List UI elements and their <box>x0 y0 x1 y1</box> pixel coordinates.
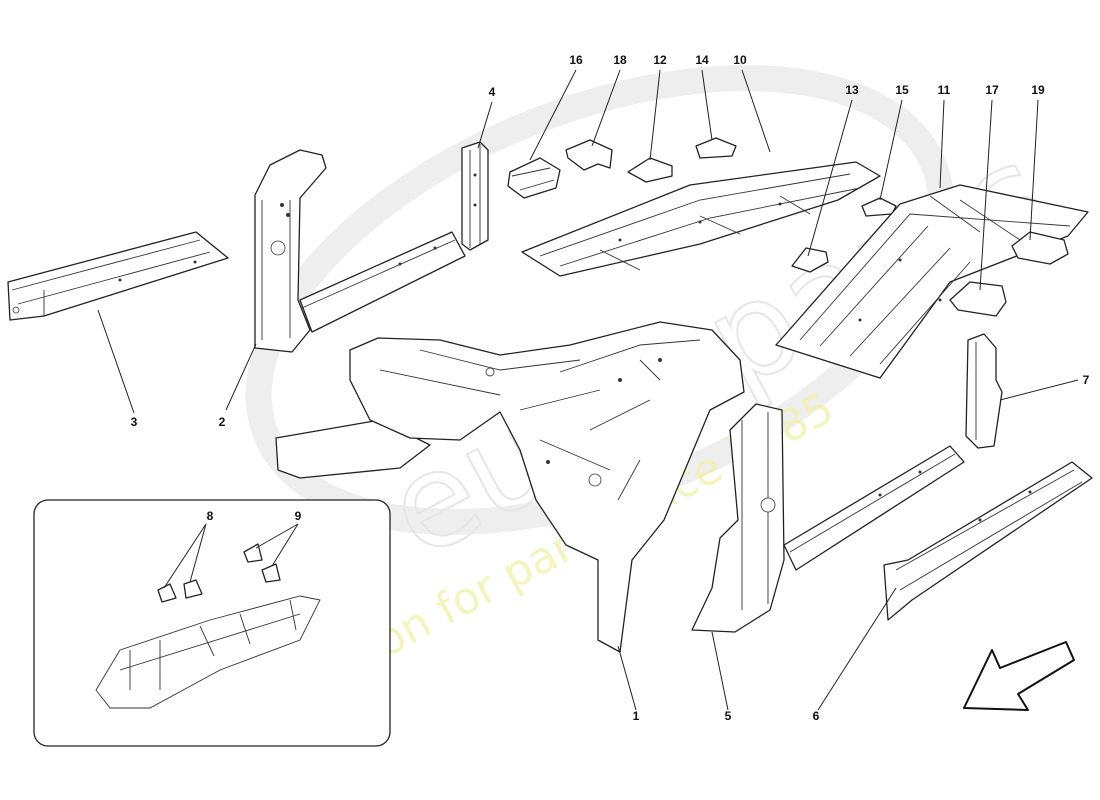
part-18-bracket[interactable] <box>565 139 613 171</box>
inset-callout-8: 8 <box>207 509 214 523</box>
callout-11[interactable]: 11 <box>938 83 951 97</box>
part-12-bracket[interactable] <box>627 157 673 183</box>
callout-5[interactable]: 5 <box>725 709 732 723</box>
part-14-bracket[interactable] <box>695 137 737 159</box>
leader-lines <box>97 69 1079 711</box>
part-4-upright-channel[interactable] <box>461 141 489 251</box>
part-17-bracket[interactable] <box>949 281 1007 317</box>
callout-14[interactable]: 14 <box>695 53 709 67</box>
part-10-floor-pan[interactable] <box>521 161 881 277</box>
callout-19[interactable]: 19 <box>1031 83 1045 97</box>
part-16-bracket[interactable] <box>507 157 561 199</box>
part-7-rear-post[interactable] <box>965 333 1003 449</box>
callout-labels: 3 2 4 16 18 12 14 10 13 15 11 17 19 7 1 … <box>131 53 1090 723</box>
part-3-side-sill[interactable] <box>7 231 229 321</box>
inset-overview: 8 9 <box>33 499 391 747</box>
direction-arrow-icon <box>963 641 1075 711</box>
inset-frame-overview-icon <box>95 595 321 709</box>
callout-15[interactable]: 15 <box>895 83 909 97</box>
part-13-bracket[interactable] <box>791 247 829 273</box>
part-11-rear-floor[interactable] <box>775 184 1089 379</box>
inset-callout-9: 9 <box>295 509 302 523</box>
part-2-pillar-with-sill[interactable] <box>254 149 466 353</box>
callout-18[interactable]: 18 <box>613 53 627 67</box>
callout-3[interactable]: 3 <box>131 415 138 429</box>
callout-12[interactable]: 12 <box>653 53 667 67</box>
callout-2[interactable]: 2 <box>219 415 226 429</box>
callout-7[interactable]: 7 <box>1083 373 1090 387</box>
callout-13[interactable]: 13 <box>845 83 859 97</box>
part-6-right-sill[interactable] <box>883 461 1093 621</box>
callout-4[interactable]: 4 <box>489 85 496 99</box>
callout-16[interactable]: 16 <box>569 53 583 67</box>
part-5-right-pillar-sill[interactable] <box>691 403 965 633</box>
callout-10[interactable]: 10 <box>733 53 747 67</box>
callout-17[interactable]: 17 <box>985 83 999 97</box>
part-1-central-tunnel[interactable] <box>275 321 745 653</box>
callout-6[interactable]: 6 <box>813 709 820 723</box>
callout-1[interactable]: 1 <box>633 709 640 723</box>
